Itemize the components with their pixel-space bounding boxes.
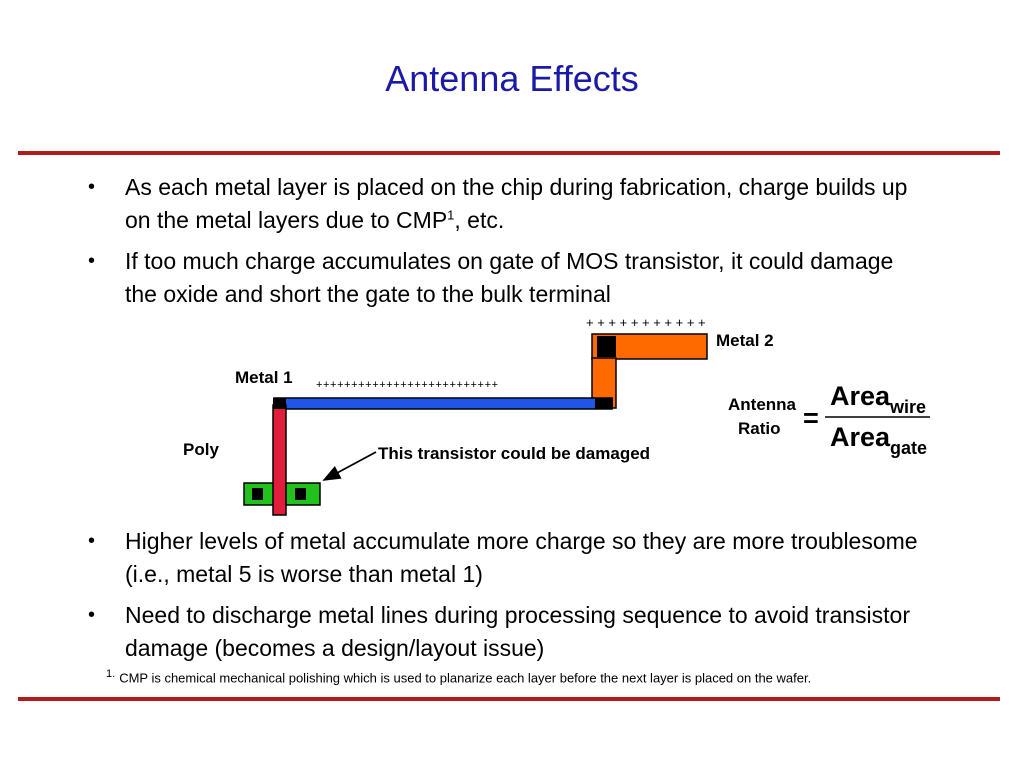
via-metal1-metal2 xyxy=(595,398,613,409)
bullet-marker: • xyxy=(88,604,96,626)
contact-poly-metal1 xyxy=(273,398,286,409)
bullet-text: Need to discharge metal lines during pro… xyxy=(125,602,910,661)
formula-numerator: Areawire xyxy=(830,381,926,417)
formula-equals: = xyxy=(803,403,819,433)
bullet-item: • If too much charge accumulates on gate… xyxy=(88,245,918,311)
metal2-label: Metal 2 xyxy=(716,331,774,350)
bullet-item: • Higher levels of metal accumulate more… xyxy=(88,525,918,591)
footnote-text: CMP is chemical mechanical polishing whi… xyxy=(119,670,812,686)
poly-label: Poly xyxy=(183,440,219,459)
metal2-charge: + + + + + + + + + + + xyxy=(586,315,706,330)
top-divider xyxy=(18,151,1000,155)
footnote-mark: 1. xyxy=(106,668,116,680)
callout-arrow xyxy=(322,451,377,481)
bullet-text: If too much charge accumulates on gate o… xyxy=(125,248,894,307)
page-title: Antenna Effects xyxy=(385,58,639,99)
bottom-divider xyxy=(18,697,1000,701)
formula-denominator: Areagate xyxy=(830,422,927,458)
via-metal2 xyxy=(597,336,616,357)
bullet-marker: • xyxy=(88,530,96,552)
bullet-item: • As each metal layer is placed on the c… xyxy=(88,171,918,237)
metal1-label: Metal 1 xyxy=(235,368,293,387)
contact-diffusion-left xyxy=(252,488,263,500)
poly-gate xyxy=(272,404,287,516)
footnote-ref: 1 xyxy=(447,207,455,223)
bullet-item: • Need to discharge metal lines during p… xyxy=(88,599,918,665)
contact-diffusion-right xyxy=(295,488,306,500)
callout-text: This transistor could be damaged xyxy=(378,444,650,463)
bullet-text: Higher levels of metal accumulate more c… xyxy=(125,528,918,587)
metal1-wire xyxy=(273,397,613,410)
formula-left-top: Antenna xyxy=(728,395,797,414)
bullet-marker: • xyxy=(88,250,96,272)
bullet-marker: • xyxy=(88,176,96,198)
formula-left-bottom: Ratio xyxy=(738,419,781,438)
bullet-text: As each metal layer is placed on the chi… xyxy=(125,174,908,233)
metal1-charge: ++++++++++++++++++++++++++ xyxy=(316,379,499,391)
footnote: 1.CMP is chemical mechanical polishing w… xyxy=(106,668,811,685)
